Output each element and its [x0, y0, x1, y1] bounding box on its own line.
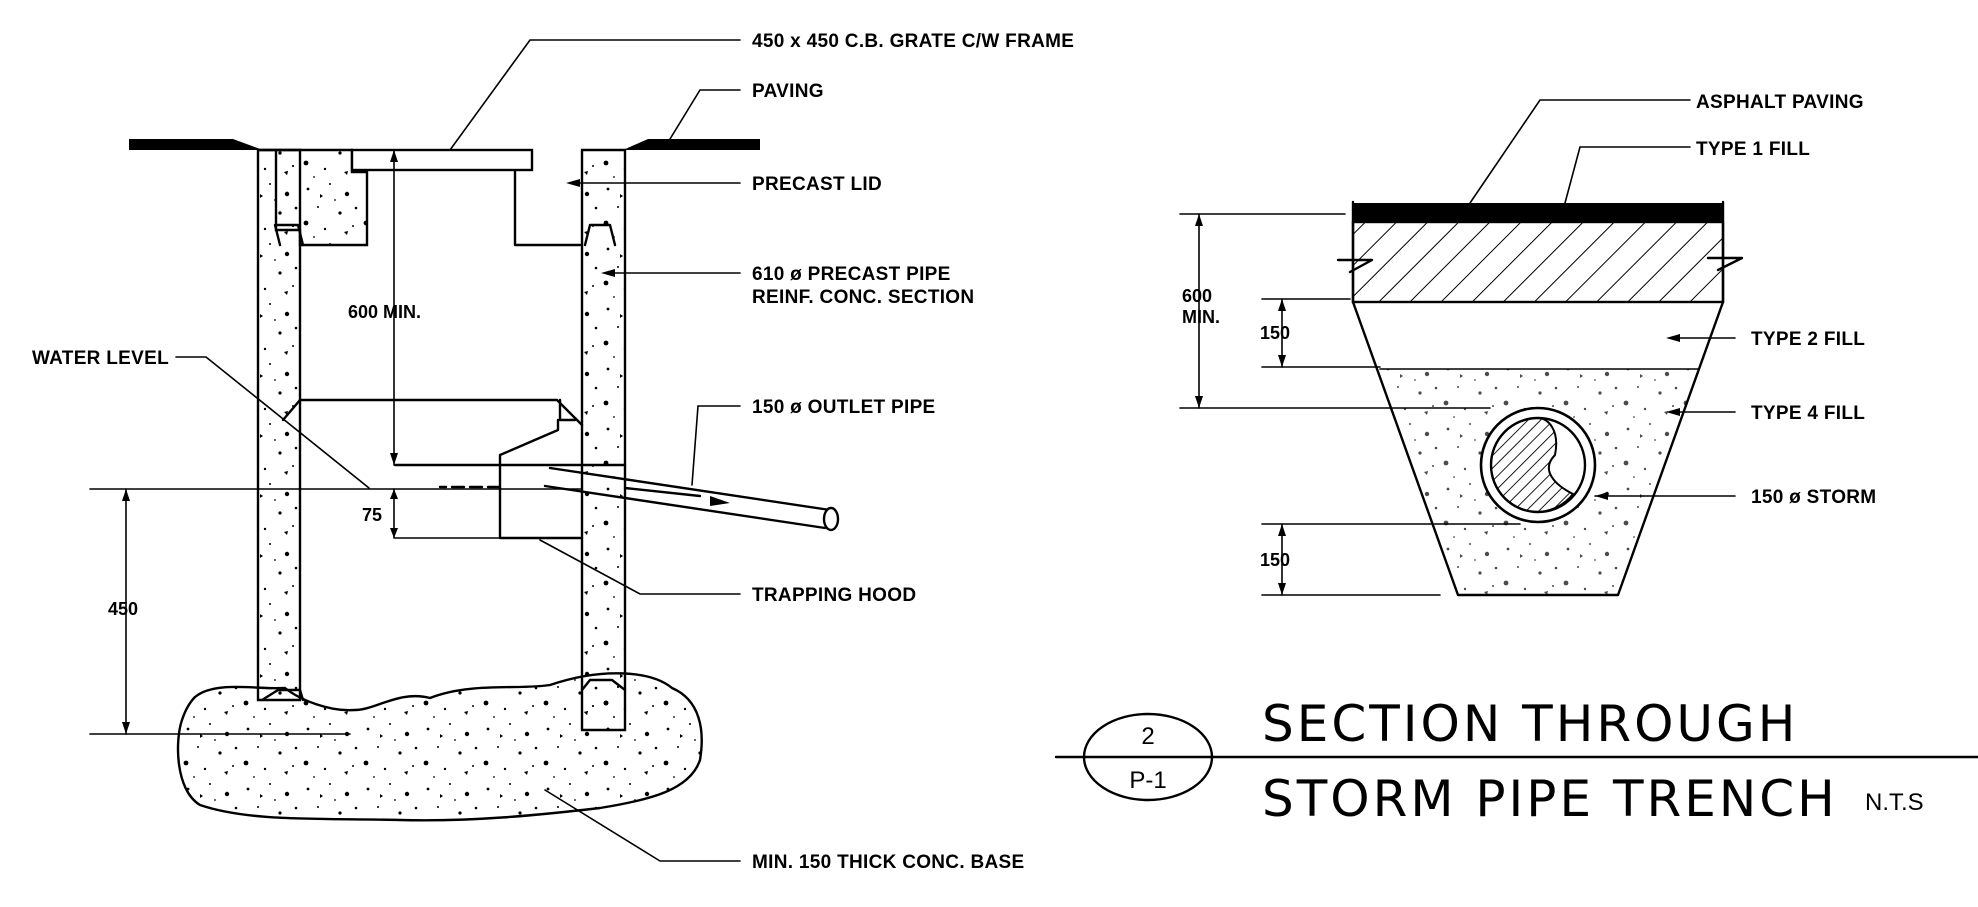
title-line-2: STORM PIPE TRENCH	[1262, 770, 1838, 828]
pipe-wall-left	[256, 148, 302, 702]
outlet-pipe	[393, 463, 840, 532]
top-clearance-dimension: 150	[1260, 323, 1290, 343]
concrete-base	[176, 672, 703, 822]
cover-dimension-min: MIN.	[1182, 307, 1220, 327]
concrete-base-label: MIN. 150 THICK CONC. BASE	[752, 852, 1024, 873]
paving-label: PAVING	[752, 81, 824, 102]
dimension-600-min: 600 MIN.	[348, 302, 421, 322]
pipe-wall-right	[580, 148, 627, 732]
storm-label: 150 ø STORM	[1751, 487, 1876, 508]
grate-frame	[350, 148, 534, 172]
type1-fill	[1351, 220, 1725, 304]
sheet-number: P-1	[1129, 767, 1166, 794]
type4-label: TYPE 4 FILL	[1751, 403, 1865, 424]
cover-dimension: 600	[1182, 286, 1212, 306]
dimension-75: 75	[362, 505, 382, 525]
asphalt-paving	[1353, 203, 1723, 222]
trapping-hood-label: TRAPPING HOOD	[752, 585, 916, 606]
type2-label: TYPE 2 FILL	[1751, 329, 1865, 350]
precast-pipe-label-line2: REINF. CONC. SECTION	[752, 287, 974, 308]
trench-section	[1179, 99, 1744, 597]
paving-right	[623, 139, 760, 150]
precast-pipe-label: 610 ø PRECAST PIPE	[752, 264, 951, 285]
scale-note: N.T.S	[1865, 789, 1924, 816]
trapping-hood	[498, 418, 584, 540]
detail-number: 2	[1141, 723, 1154, 750]
storm-pipe	[1479, 406, 1597, 524]
title-line-1: SECTION THROUGH	[1262, 695, 1798, 753]
dimension-450: 450	[108, 599, 138, 619]
outlet-pipe-label: 150 ø OUTLET PIPE	[752, 397, 936, 418]
title-block	[1054, 712, 1978, 802]
bottom-clearance-dimension: 150	[1260, 550, 1290, 570]
precast-lid-label: PRECAST LID	[752, 174, 882, 195]
paving-left	[129, 139, 263, 150]
type1-label: TYPE 1 FILL	[1696, 139, 1810, 160]
water-level-label: WATER LEVEL	[32, 348, 169, 369]
grate-label: 450 x 450 C.B. GRATE C/W FRAME	[752, 31, 1074, 52]
asphalt-label: ASPHALT PAVING	[1696, 92, 1864, 113]
catch-basin-section	[89, 39, 840, 862]
